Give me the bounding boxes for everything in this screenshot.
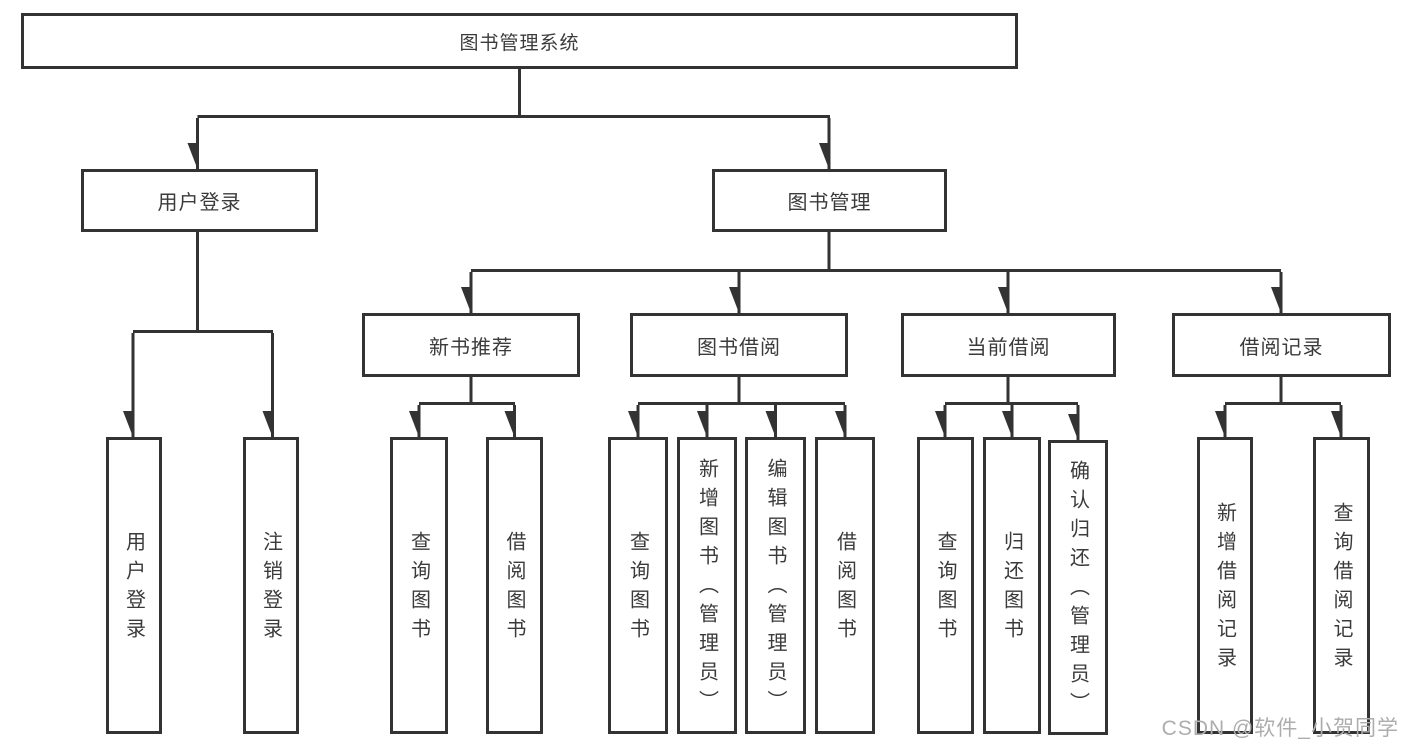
leaf-query-borrow-record: 查询借阅记录 (1313, 437, 1370, 734)
leaf-borrow-books-2: 借阅图书 (815, 437, 875, 734)
node-current-borrowing: 当前借阅 (901, 313, 1116, 377)
node-library-management-system: 图书管理系统 (21, 13, 1018, 69)
leaf-borrow-books-1: 借阅图书 (486, 437, 543, 734)
leaf-confirm-return-admin: 确认归还（管理员） (1048, 440, 1108, 735)
leaf-return-book: 归还图书 (983, 437, 1041, 734)
leaf-add-borrow-record: 新增借阅记录 (1197, 437, 1253, 734)
leaf-query-books-2: 查询图书 (608, 437, 668, 734)
node-book-borrowing: 图书借阅 (630, 313, 848, 377)
leaf-user-login: 用户登录 (106, 437, 162, 734)
leaf-query-books-3: 查询图书 (917, 437, 974, 734)
leaf-add-book-admin: 新增图书（管理员） (677, 437, 737, 734)
node-user-login: 用户登录 (81, 169, 318, 232)
node-book-management: 图书管理 (712, 169, 947, 232)
csdn-watermark: CSDN @软件_小贺同学 (1161, 717, 1399, 740)
node-new-book-recommendation: 新书推荐 (362, 313, 580, 377)
leaf-logout: 注销登录 (243, 437, 299, 734)
leaf-edit-book-admin: 编辑图书（管理员） (745, 437, 806, 734)
node-borrowing-records: 借阅记录 (1172, 313, 1391, 377)
leaf-query-books-1: 查询图书 (390, 437, 448, 734)
